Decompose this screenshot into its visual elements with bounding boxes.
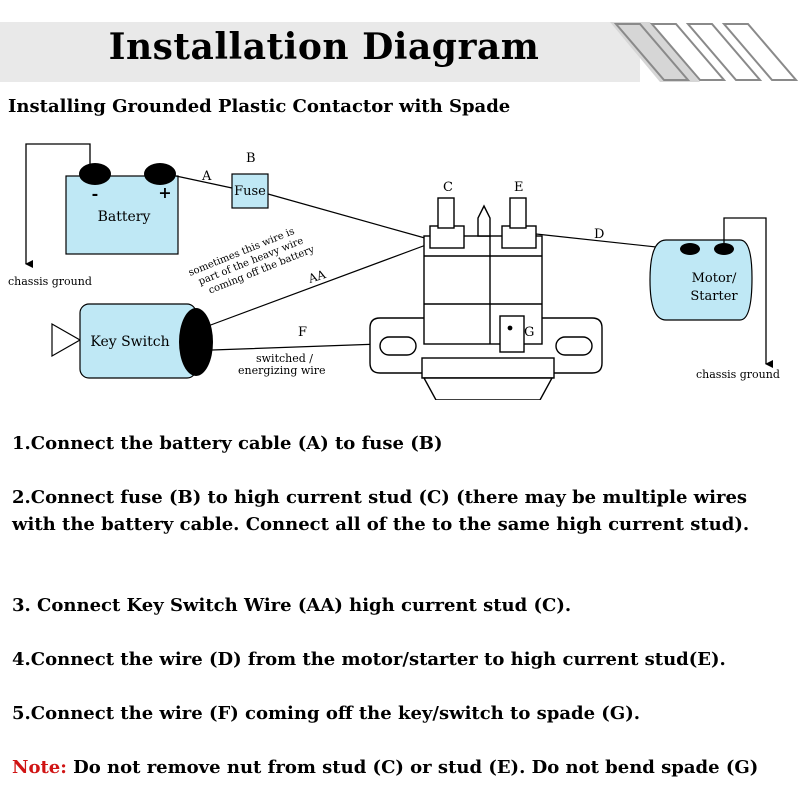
key-switch: Key Switch <box>51 303 213 379</box>
chassis-ground-left-label: chassis ground <box>8 275 92 288</box>
instruction-step-1: 1.Connect the battery cable (A) to fuse … <box>12 433 443 454</box>
page-title: Installation Diagram <box>108 26 540 68</box>
battery-negative-terminal <box>79 163 111 185</box>
note-text: Do not remove nut from stud (C) or stud … <box>66 757 759 778</box>
mounting-hole-right <box>555 336 593 356</box>
fuse: Fuse <box>231 173 269 209</box>
motor-terminal-1 <box>680 243 700 255</box>
battery-positive-sign: + <box>158 183 171 202</box>
label-aa: AA <box>306 267 328 286</box>
spade-g <box>499 315 525 353</box>
label-e: E <box>514 180 524 195</box>
wiring-diagram: chassis ground - + Battery A Fuse B some… <box>8 143 780 400</box>
contactor <box>369 197 603 400</box>
instruction-step-2: 2.Connect fuse (B) to high current stud … <box>12 487 750 535</box>
wire-fuse-to-stud-c <box>267 193 433 241</box>
chassis-ground-right-wire <box>723 217 773 368</box>
battery-negative-sign: - <box>92 184 99 203</box>
motor-starter: Motor/ Starter <box>649 239 753 321</box>
stud-c-nut <box>429 225 465 249</box>
motor-label-line-2: Starter <box>690 289 738 304</box>
label-d: D <box>594 227 604 242</box>
stud-e-nut <box>501 225 537 249</box>
warning-note: Note: Do not remove nut from stud (C) or… <box>12 754 788 781</box>
battery-positive-terminal <box>144 163 176 185</box>
battery: - + Battery <box>65 163 179 255</box>
wire-a <box>175 175 233 189</box>
switched-wire-label-1: switched / <box>256 352 313 365</box>
wire-aa <box>207 241 435 327</box>
motor-label-line-1: Motor/ <box>692 271 737 286</box>
instruction-step-3: 3. Connect Key Switch Wire (AA) high cur… <box>12 595 572 616</box>
label-f: F <box>298 325 307 340</box>
key-switch-cap <box>179 308 213 376</box>
label-a: A <box>201 169 212 184</box>
mounting-hole-left <box>379 336 417 356</box>
note-label: Note: <box>12 757 67 778</box>
chassis-ground-right-label: chassis ground <box>696 368 780 381</box>
label-g: G <box>524 325 534 340</box>
instruction-step-4: 4.Connect the wire (D) from the motor/st… <box>12 649 726 670</box>
label-c: C <box>443 180 453 195</box>
chassis-ground-left-wire <box>25 143 91 268</box>
label-b: B <box>246 151 256 166</box>
battery-label: Battery <box>98 209 151 225</box>
stud-e <box>509 197 527 229</box>
fuse-label: Fuse <box>234 184 266 199</box>
stud-c <box>437 197 455 229</box>
banner-stripes <box>613 23 799 81</box>
diagram-subtitle: Installing Grounded Plastic Contactor wi… <box>8 96 511 117</box>
motor-terminal-2 <box>714 243 734 255</box>
title-banner <box>0 22 799 82</box>
key-switch-label: Key Switch <box>90 334 169 350</box>
instruction-step-5: 5.Connect the wire (F) coming off the ke… <box>12 703 640 724</box>
switched-wire-label-2: energizing wire <box>238 364 326 377</box>
heavy-wire-note: sometimes this wire is part of the heavy… <box>187 226 316 296</box>
